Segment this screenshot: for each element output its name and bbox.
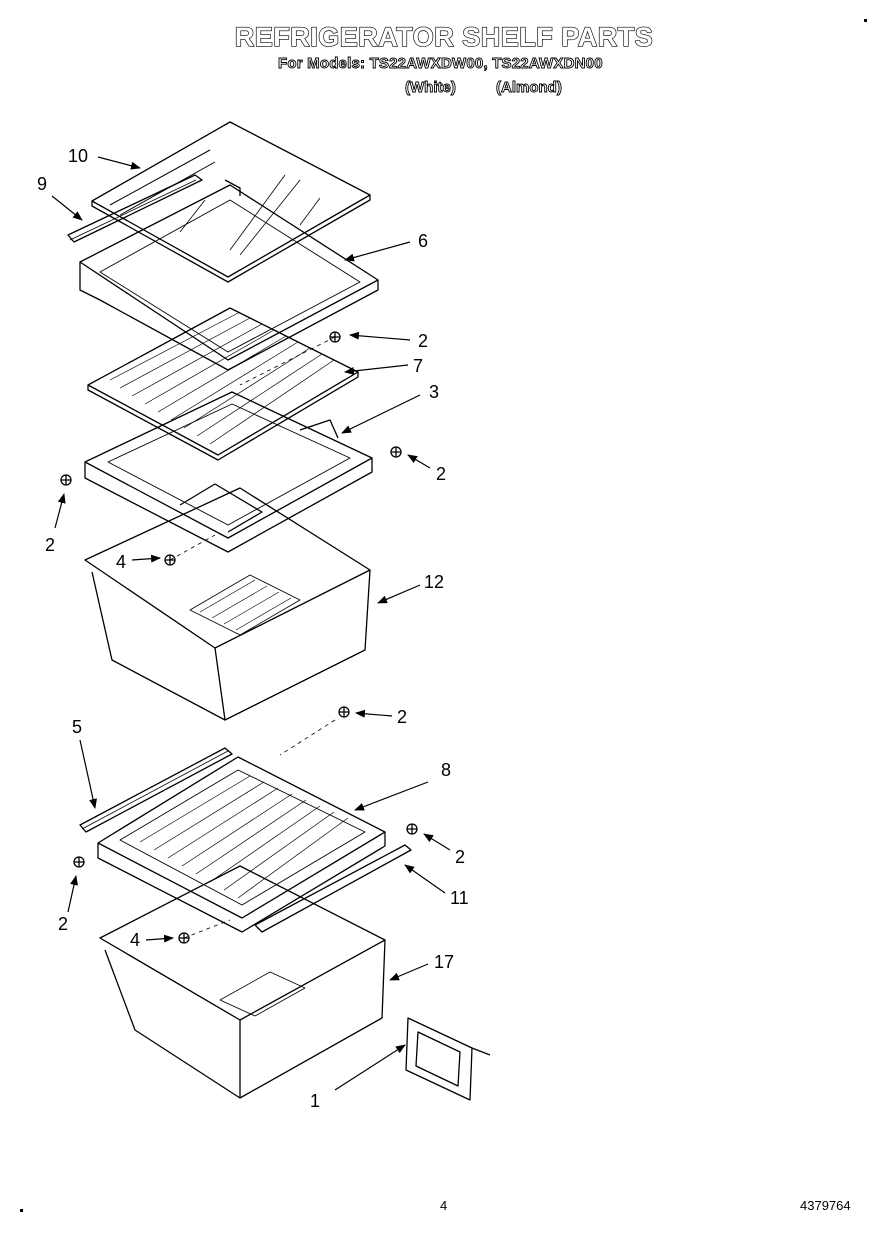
models-line: For Models: TS22AWXDW00, TS22AWXDN00 (278, 55, 603, 73)
fastener-part-2 (60, 474, 72, 486)
leader-line-9 (51, 195, 83, 221)
alignment-line (183, 919, 231, 939)
leader-line-11 (404, 864, 446, 894)
leader-line-12 (377, 584, 421, 604)
leader-line-7 (344, 364, 409, 375)
leader-line-4 (145, 934, 174, 943)
label-holder-part-1 (405, 1017, 491, 1101)
callout-4: 4 (116, 552, 126, 572)
glass-shelf-part-10 (91, 121, 371, 283)
callout-2: 2 (436, 464, 446, 484)
callout-4: 4 (130, 930, 140, 950)
callout-2: 2 (397, 707, 407, 727)
leader-line-5 (79, 739, 97, 809)
leader-line-3 (341, 394, 421, 434)
leader-line-6 (344, 241, 411, 262)
callout-10: 10 (68, 146, 88, 166)
rear-trim-part-11 (254, 844, 412, 933)
crisper-pan-part-12 (84, 487, 371, 721)
callout-2: 2 (58, 914, 68, 934)
leader-line-2 (54, 493, 66, 529)
fastener-part-2 (406, 823, 418, 835)
callout-8: 8 (441, 760, 451, 780)
crisper-pan-part-17 (99, 865, 386, 1099)
callout-2: 2 (45, 535, 55, 555)
alignment-line (279, 719, 336, 756)
callout-2: 2 (418, 331, 428, 351)
shelf-frame-part-6 (79, 179, 379, 371)
leader-line-17 (389, 963, 429, 981)
corner-mark (20, 1209, 23, 1212)
callout-17: 17 (434, 952, 454, 972)
variant-almond-label: (Almond) (496, 79, 563, 97)
front-trim-part-5 (79, 747, 233, 833)
leader-line-2 (349, 331, 411, 341)
crisper-cover-part-8 (97, 756, 386, 933)
fastener-part-2 (338, 706, 350, 718)
trim-strip-part-9 (67, 174, 203, 243)
callout-6: 6 (418, 231, 428, 251)
page-title: REFRIGERATOR SHELF PARTS (234, 21, 654, 52)
crisper-cover-insert-part-7 (87, 307, 359, 461)
page-number: 4 (440, 1198, 448, 1213)
crisper-cover-frame-part-3 (84, 391, 373, 553)
variant-white-label: (White) (405, 79, 457, 97)
fastener-part-2 (390, 446, 402, 458)
callout-11: 11 (450, 888, 469, 908)
alignment-line (239, 336, 336, 386)
callout-7: 7 (413, 356, 423, 376)
callout-9: 9 (37, 174, 47, 194)
leader-line-1 (334, 1044, 406, 1091)
callout-3: 3 (429, 382, 439, 402)
leader-line-10 (97, 156, 141, 170)
callout-2: 2 (455, 847, 465, 867)
callout-1: 1 (310, 1091, 320, 1111)
leader-line-4 (131, 554, 161, 563)
alignment-line (169, 534, 216, 561)
leader-line-8 (354, 781, 429, 811)
corner-mark (864, 19, 867, 22)
fastener-part-2 (73, 856, 85, 868)
leader-line-2 (407, 454, 431, 469)
callout-12: 12 (424, 572, 444, 592)
document-number: 4379764 (800, 1198, 851, 1213)
leader-line-2 (423, 833, 451, 851)
leader-line-2 (67, 875, 78, 913)
callout-5: 5 (72, 717, 82, 737)
leader-line-2 (355, 709, 393, 718)
